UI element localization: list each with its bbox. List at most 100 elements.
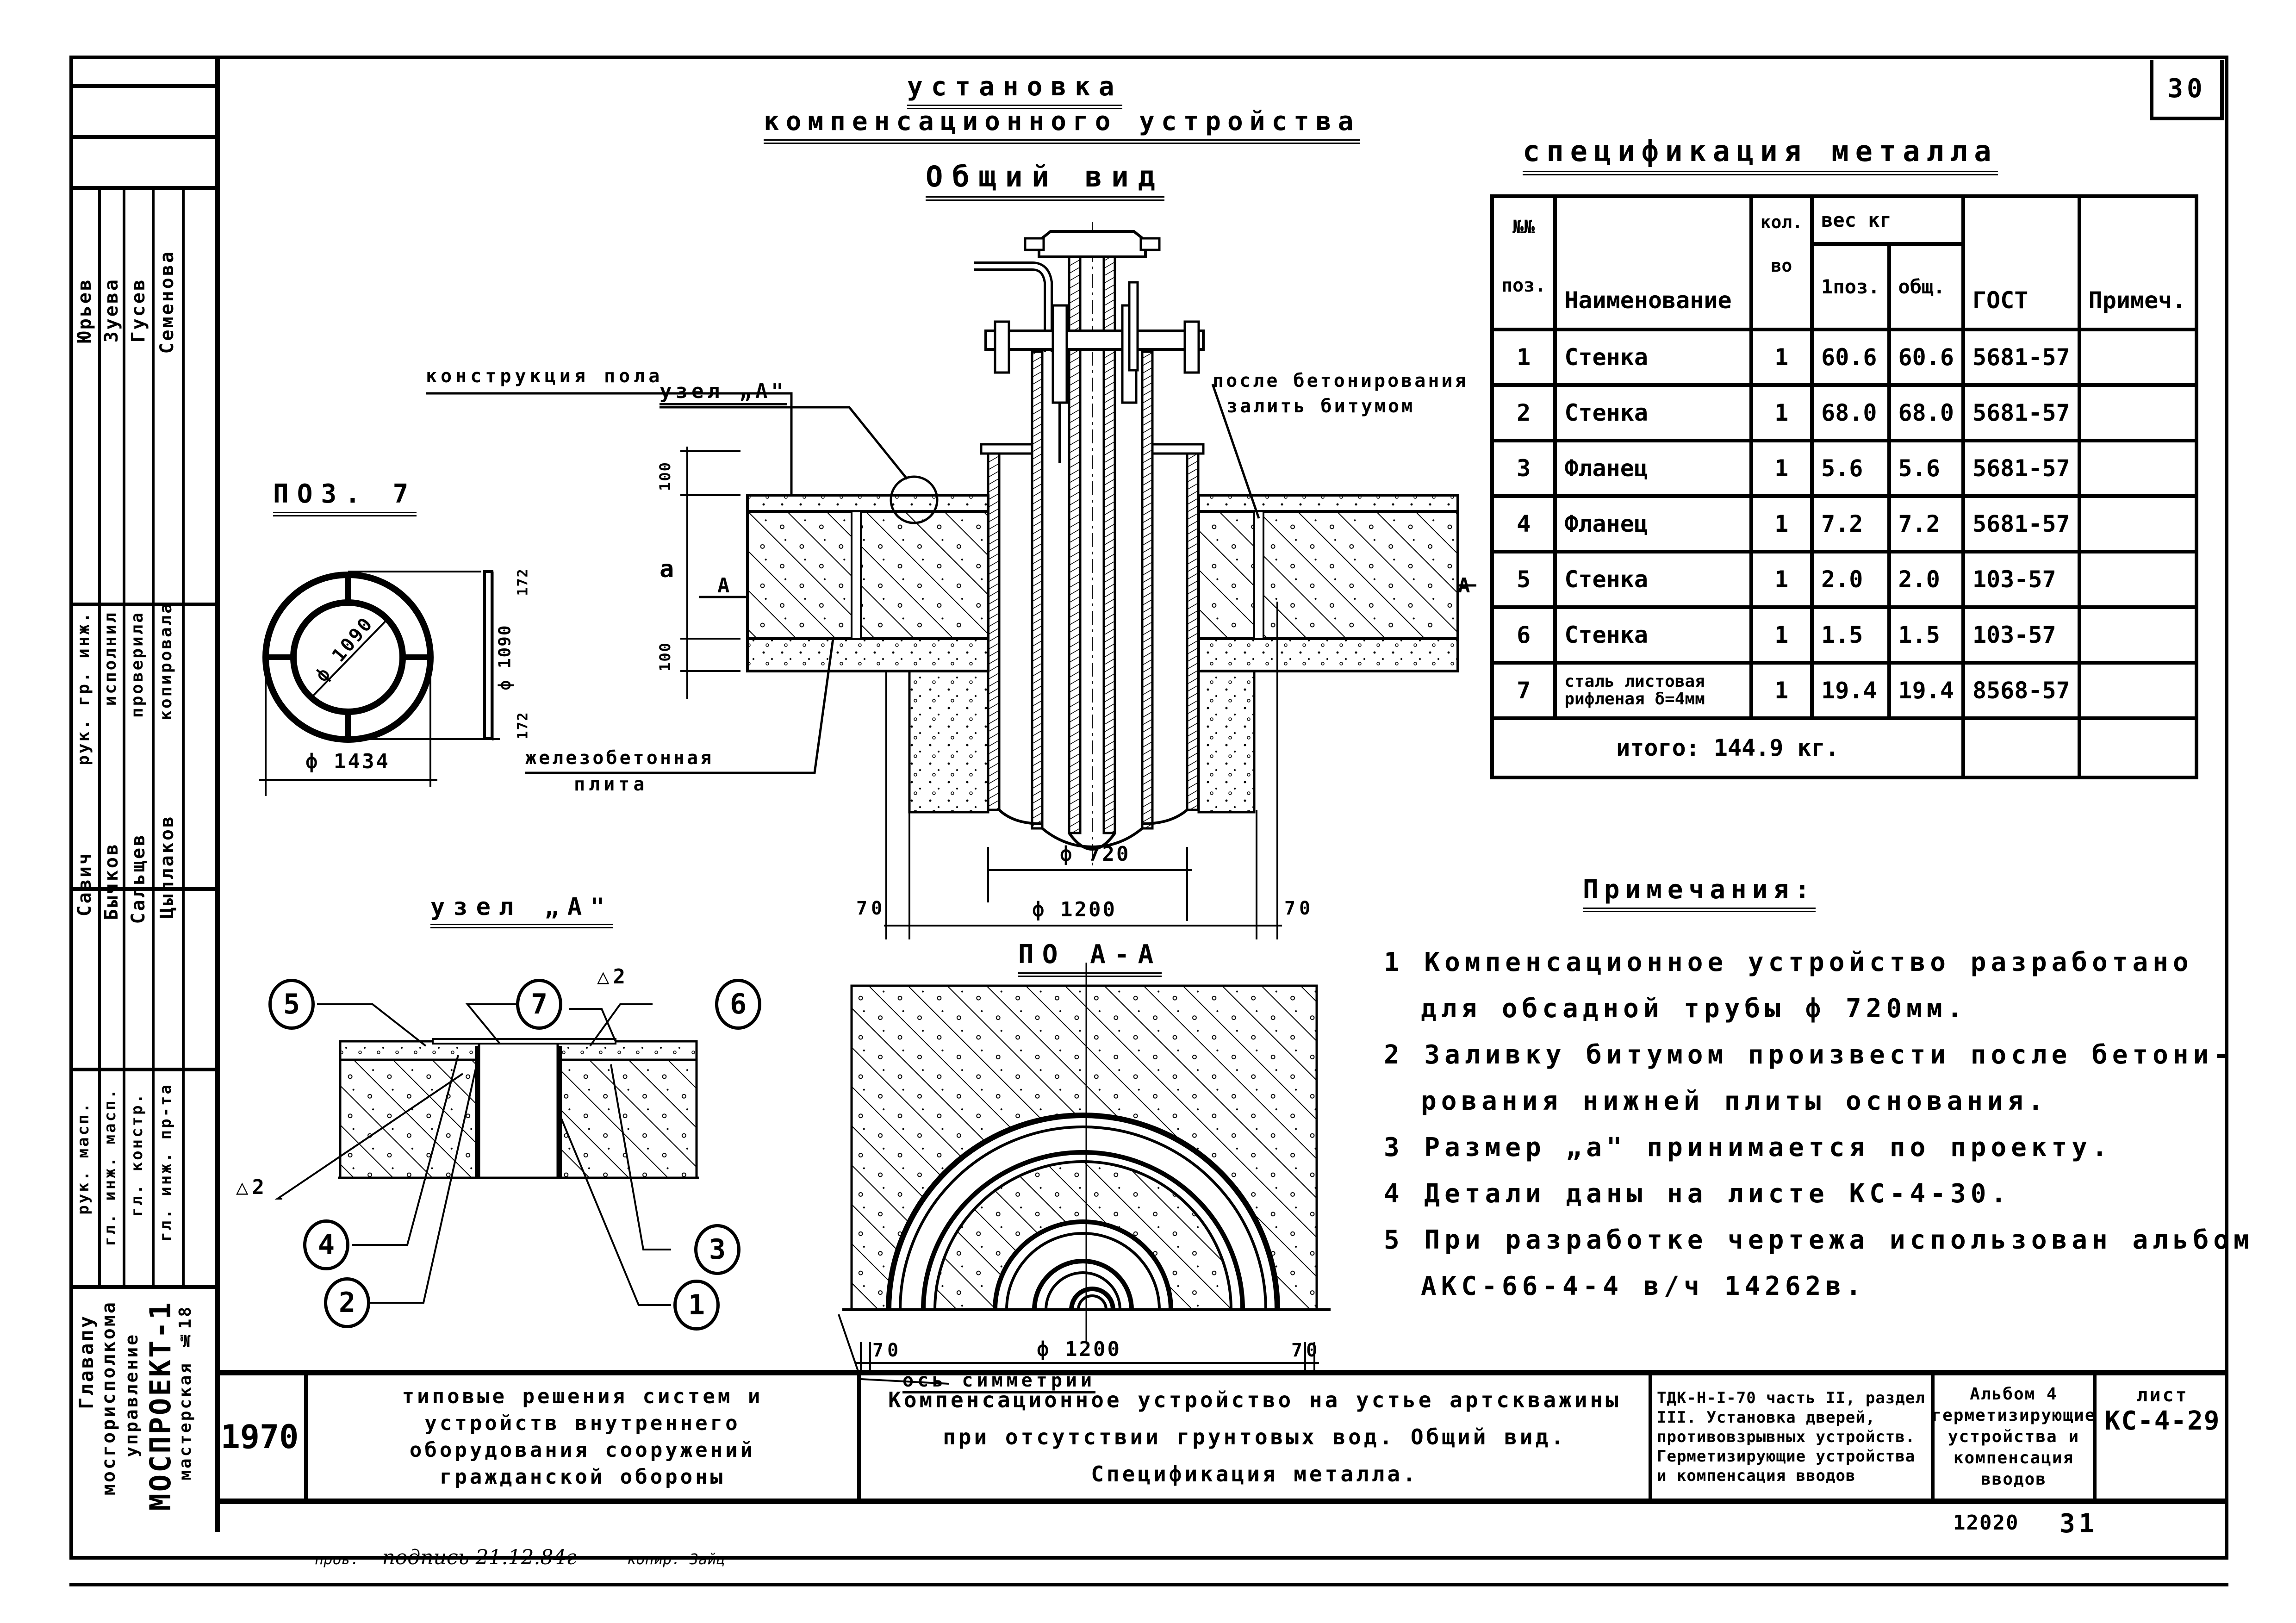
weld-mark-right: △2 [597, 965, 629, 989]
cell-gost: 5681-57 [1961, 328, 2081, 387]
callout-2: 2 [324, 1277, 370, 1328]
notes-list: 1 Компенсационное устройство разработано… [1384, 939, 2254, 1310]
spec-table: №№ поз. Наименование кол. во вес кг ГОСТ… [1490, 194, 2199, 779]
cell-gost: 103-57 [1961, 550, 2081, 609]
header-qty: кол. во [1749, 194, 1814, 331]
sleeve-gap-right [1253, 510, 1264, 640]
stamp-row [69, 1071, 217, 1289]
sleeve-gap-left [851, 510, 862, 640]
cell-name: сталь листовая рифленая δ=4мм [1553, 661, 1753, 720]
section-dim-1200: ф 1200 [1037, 1337, 1121, 1361]
cell-note [2077, 383, 2199, 442]
cell-pos: 3 [1490, 439, 1557, 498]
title-block-drawing-title: Компенсационное устройство на устье артс… [861, 1375, 1652, 1499]
title-block-year: 1970 [215, 1375, 308, 1499]
cell-name: Стенка [1553, 383, 1753, 442]
spec-row: 6 Стенка 1 1.5 1.5 103-57 [1490, 605, 2199, 665]
stamp-col [152, 190, 155, 1289]
section-mark-right: А [1458, 574, 1474, 597]
cell-total: 68.0 [1887, 383, 1965, 442]
cell-each: 7.2 [1810, 494, 1891, 553]
main-title-line1: установка [907, 72, 1123, 109]
label-pos7-title: ПОЗ. 7 [273, 479, 417, 516]
cell-name: Стенка [1553, 550, 1753, 609]
cell-pos: 6 [1490, 605, 1557, 665]
title-block-album: Альбом 4 герметизирующие устройства и ко… [1931, 1375, 2097, 1499]
stamp-row [69, 606, 217, 891]
cell-name: Фланец [1553, 439, 1753, 498]
footer-approval: пров. подпись 21.12.84г копир. Зайц [315, 1546, 725, 1569]
cell-each: 60.6 [1810, 328, 1891, 387]
cell-gost: 5681-57 [1961, 439, 2081, 498]
spec-total-row: итого: 144.9 кг. [1490, 716, 2199, 779]
header-weight-total: общ. [1887, 242, 1965, 331]
callout-4: 4 [303, 1219, 349, 1270]
cell-note [2077, 328, 2199, 387]
header-name: Наименование [1553, 194, 1753, 331]
cell-qty: 1 [1749, 494, 1814, 553]
cell-qty: 1 [1749, 550, 1814, 609]
label-node-a-ref: узел „А" [660, 379, 787, 405]
general-view-title: Общий вид [926, 160, 1164, 201]
cell-gost: 5681-57 [1961, 383, 2081, 442]
cell-total: 5.6 [1887, 439, 1965, 498]
callout-5: 5 [268, 979, 315, 1030]
spec-total: итого: 144.9 кг. [1490, 716, 1965, 779]
footer-copied: копир. Зайц [627, 1550, 725, 1568]
title-block-series: типовые решения систем и устройств внутр… [308, 1375, 861, 1499]
stamp-col [182, 190, 185, 1289]
archive-page: 31 [2060, 1509, 2098, 1539]
spec-header-subrow: 1поз. общ. [1492, 242, 2196, 331]
cell-qty: 1 [1749, 661, 1814, 720]
spec-row: 5 Стенка 1 2.0 2.0 103-57 [1490, 550, 2199, 609]
cell-total: 2.0 [1887, 550, 1965, 609]
cell-qty: 1 [1749, 383, 1814, 442]
stamp-row [69, 190, 217, 606]
spec-row: 4 Фланец 1 7.2 7.2 5681-57 [1490, 494, 2199, 553]
note-line: 3 Размер „а" принимается по проекту. [1384, 1132, 2112, 1163]
note-line: 5 При разработке чертежа использован аль… [1384, 1225, 2254, 1255]
dimension-lines [680, 447, 1282, 939]
cell-pos: 4 [1490, 494, 1557, 553]
stamp-row [69, 891, 217, 1071]
spec-row: 7 сталь листовая рифленая δ=4мм 1 19.4 1… [1490, 661, 2199, 720]
cell-total: 7.2 [1887, 494, 1965, 553]
spec-row: 3 Фланец 1 5.6 5.6 5681-57 [1490, 439, 2199, 498]
dim-1200: ф 1200 [1032, 898, 1117, 921]
title-block-reference: ТДК-Н-I-70 часть II, раздел III. Установ… [1652, 1375, 1935, 1499]
cell-empty [2077, 716, 2199, 779]
note-line: 2 Заливку битумом произвести после бетон… [1384, 1040, 2234, 1070]
footer-signature: подпись 21.12.84г [382, 1546, 577, 1569]
label-after-concreting-1: после бетонирования [1213, 370, 1468, 392]
dim-720: ф 720 [1060, 842, 1131, 866]
notes-title: Примечания: [1583, 875, 1816, 912]
pos7-ring [259, 570, 500, 796]
label-rc-slab-1: железобетонная [525, 747, 714, 769]
dim-172-bottom: 172 [515, 711, 531, 740]
node-a-detail [274, 1003, 699, 1306]
title-block: 1970 типовые решения систем и устройств … [215, 1370, 2228, 1504]
node-a-marker [890, 475, 939, 524]
label-rc-slab-2: плита [574, 774, 648, 795]
cell-gost: 8568-57 [1961, 661, 2081, 720]
note-line: АКС-66-4-4 в/ч 14262в. [1421, 1271, 1866, 1301]
title-block-sheet: лист КС-4-29 [2097, 1375, 2228, 1499]
cell-pos: 5 [1490, 550, 1557, 609]
floor-slab-left [746, 494, 989, 672]
sheet-code: КС-4-29 [2104, 1406, 2221, 1436]
drawing-field [215, 56, 2228, 1532]
header-weight-each: 1поз. [1810, 242, 1891, 331]
section-dim-70-left: 70 [872, 1340, 902, 1361]
callout-7: 7 [516, 979, 562, 1030]
cell-each: 19.4 [1810, 661, 1891, 720]
callout-3: 3 [694, 1224, 740, 1275]
cell-name: Стенка [1553, 328, 1753, 387]
dim-a: а [660, 555, 678, 583]
stamp-col [123, 190, 125, 1289]
note-line: 1 Компенсационное устройство разработано [1384, 947, 2193, 977]
cell-each: 1.5 [1810, 605, 1891, 665]
stamp-row [69, 56, 217, 88]
cell-gost: 103-57 [1961, 605, 2081, 665]
floor-slab-right [1197, 494, 1459, 672]
